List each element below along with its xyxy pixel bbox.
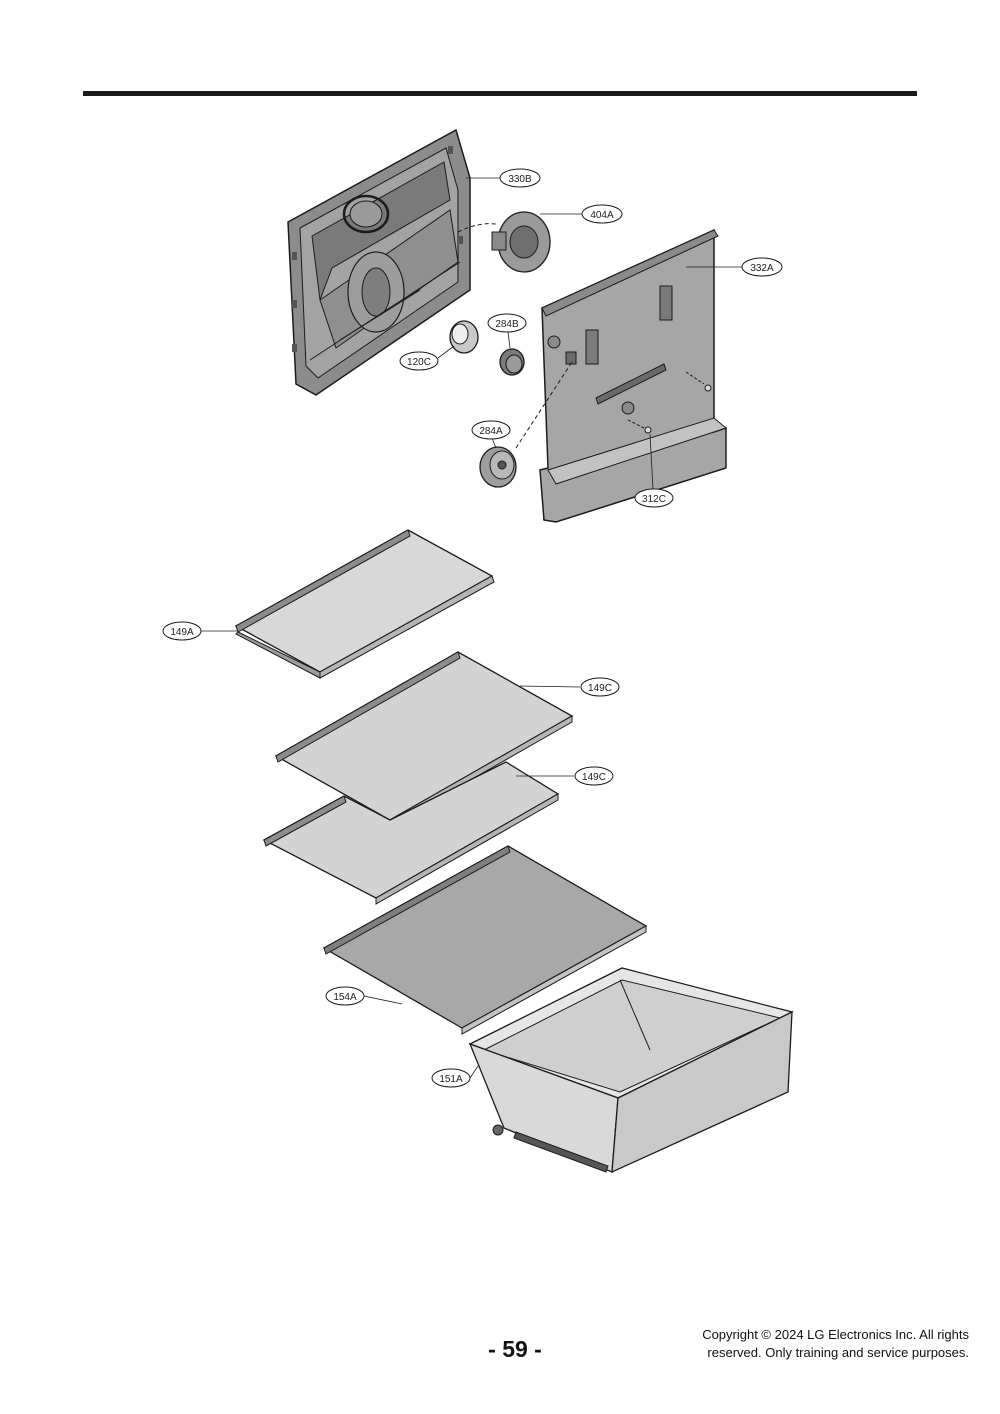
callout-284b: 284B — [487, 313, 527, 349]
callout-404a-label: 404A — [590, 210, 614, 221]
crisper-drawer-151a — [468, 967, 794, 1174]
callout-149a: 149A — [162, 621, 238, 641]
shelf-149a — [234, 529, 495, 679]
copyright-notice: Copyright © 2024 LG Electronics Inc. All… — [649, 1326, 969, 1362]
callout-149c-lower: 149C — [516, 766, 614, 786]
callout-330b-label: 330B — [508, 174, 532, 185]
callout-149c-lower-label: 149C — [582, 772, 606, 783]
fan-motor-part — [457, 211, 551, 273]
shelf-149c-lower — [262, 761, 560, 905]
callout-332a: 332A — [686, 257, 783, 277]
damper-knob-part — [479, 361, 573, 488]
callout-284a: 284A — [471, 420, 511, 449]
callout-120c: 120C — [399, 345, 455, 371]
cap-part — [499, 348, 525, 376]
callout-332a-label: 332A — [750, 263, 774, 274]
lamp-socket-part — [449, 320, 479, 354]
callout-284b-label: 284B — [495, 319, 519, 330]
callout-151a: 151A — [431, 1065, 479, 1088]
callout-284a-label: 284A — [479, 426, 503, 437]
copyright-line-2: reserved. Only training and service purp… — [707, 1345, 969, 1360]
crisper-cover-154a — [322, 845, 648, 1035]
page-number: - 59 - — [488, 1336, 542, 1362]
callout-154a: 154A — [325, 986, 403, 1006]
callout-120c-label: 120C — [407, 357, 431, 368]
callout-312c-label: 312C — [642, 494, 666, 505]
callout-149c-upper: 149C — [519, 677, 620, 697]
rear-cover-part — [539, 228, 728, 523]
callout-312c: 312C — [634, 433, 674, 508]
callout-151a-label: 151A — [439, 1074, 463, 1085]
callout-330b: 330B — [466, 168, 541, 188]
copyright-line-1: Copyright © 2024 LG Electronics Inc. All… — [702, 1327, 969, 1342]
callout-404a: 404A — [540, 204, 623, 224]
callout-149a-label: 149A — [170, 627, 194, 638]
callout-149c-upper-label: 149C — [588, 683, 612, 694]
top-rule — [83, 91, 917, 96]
fan-housing-part — [287, 128, 471, 396]
callout-154a-label: 154A — [333, 992, 357, 1003]
